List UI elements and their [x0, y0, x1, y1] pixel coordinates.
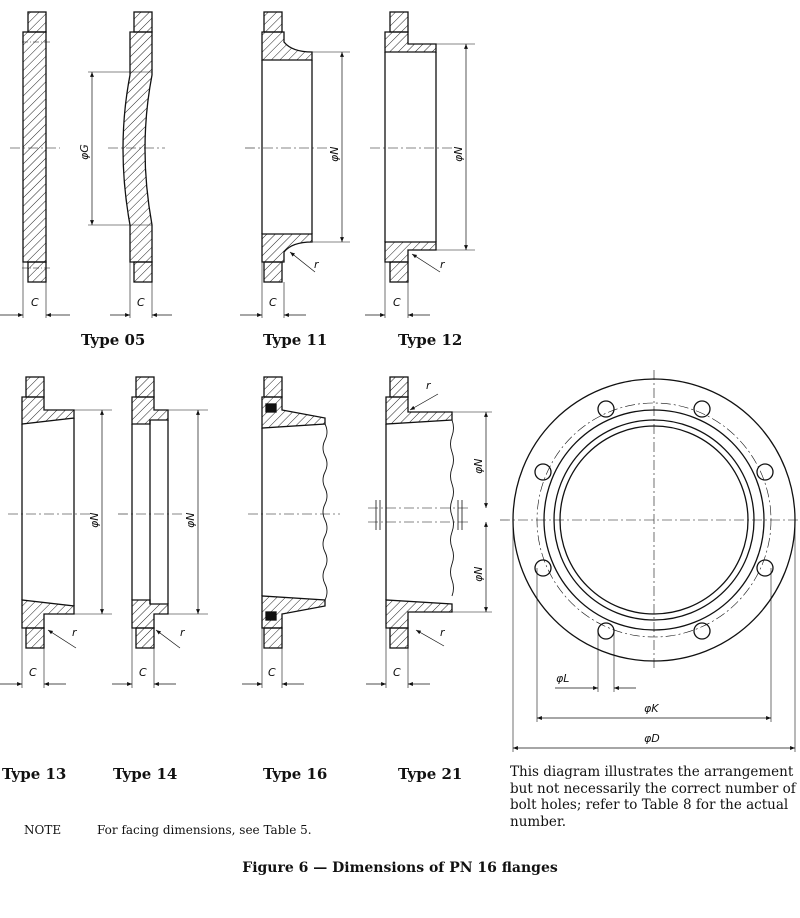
bolt-hole	[693, 400, 711, 418]
dim-n-11: φN	[328, 147, 341, 163]
type-05-blind-section	[88, 11, 172, 318]
dim-n-13: φN	[88, 513, 101, 529]
figure-caption: Figure 6 — Dimensions of PN 16 flanges	[242, 860, 558, 876]
dim-r-21a: r	[426, 379, 432, 392]
dim-c-21: C	[393, 666, 401, 679]
dim-c-16: C	[268, 666, 276, 679]
dim-c-14: C	[139, 666, 147, 679]
type-13-section	[0, 376, 112, 688]
dim-k: φK	[644, 702, 659, 715]
dim-l: φL	[556, 672, 569, 685]
label-type-14: Type 14	[113, 765, 177, 783]
dim-n-14: φN	[184, 513, 197, 529]
dim-r-13: r	[72, 626, 78, 639]
type-14-section	[112, 376, 208, 688]
dim-n-21a: φN	[472, 459, 485, 475]
type-05-section	[0, 11, 70, 318]
dim-r-12: r	[440, 258, 446, 271]
type-16-section	[242, 376, 340, 688]
dim-c-13: C	[29, 666, 37, 679]
dim-r-14: r	[180, 626, 186, 639]
label-type-12: Type 12	[398, 331, 462, 349]
dim-n-21b: φN	[472, 567, 485, 583]
flange-plan-view	[500, 370, 800, 752]
type-21-section	[366, 376, 492, 688]
dim-n-12: φN	[452, 147, 465, 163]
label-type-16: Type 16	[263, 765, 327, 783]
label-type-13: Type 13	[2, 765, 66, 783]
bolt-hole	[756, 463, 774, 481]
dim-c-05: C	[31, 296, 39, 309]
dim-r-11: r	[314, 258, 320, 271]
label-type-11: Type 11	[263, 331, 327, 349]
dim-c-12: C	[393, 296, 401, 309]
label-type-21: Type 21	[398, 765, 462, 783]
bolt-hole	[534, 463, 552, 481]
label-type-05: Type 05	[81, 331, 145, 349]
dim-r-21b: r	[440, 626, 446, 639]
bolt-hole	[597, 622, 615, 640]
note-text: For facing dimensions, see Table 5.	[97, 823, 312, 837]
dim-g: φG	[78, 144, 91, 160]
type-12-section	[365, 11, 475, 318]
bolt-hole	[756, 559, 774, 577]
type-11-section	[240, 11, 350, 318]
bolt-hole	[597, 400, 615, 418]
note-label: NOTE	[24, 823, 62, 837]
dim-d: φD	[644, 732, 660, 745]
bolt-hole	[534, 559, 552, 577]
bolt-hole	[693, 622, 711, 640]
bolt-hole-description: This diagram illustrates the arrangement…	[510, 764, 796, 830]
dim-c-05b: C	[137, 296, 145, 309]
dim-c-11: C	[269, 296, 277, 309]
